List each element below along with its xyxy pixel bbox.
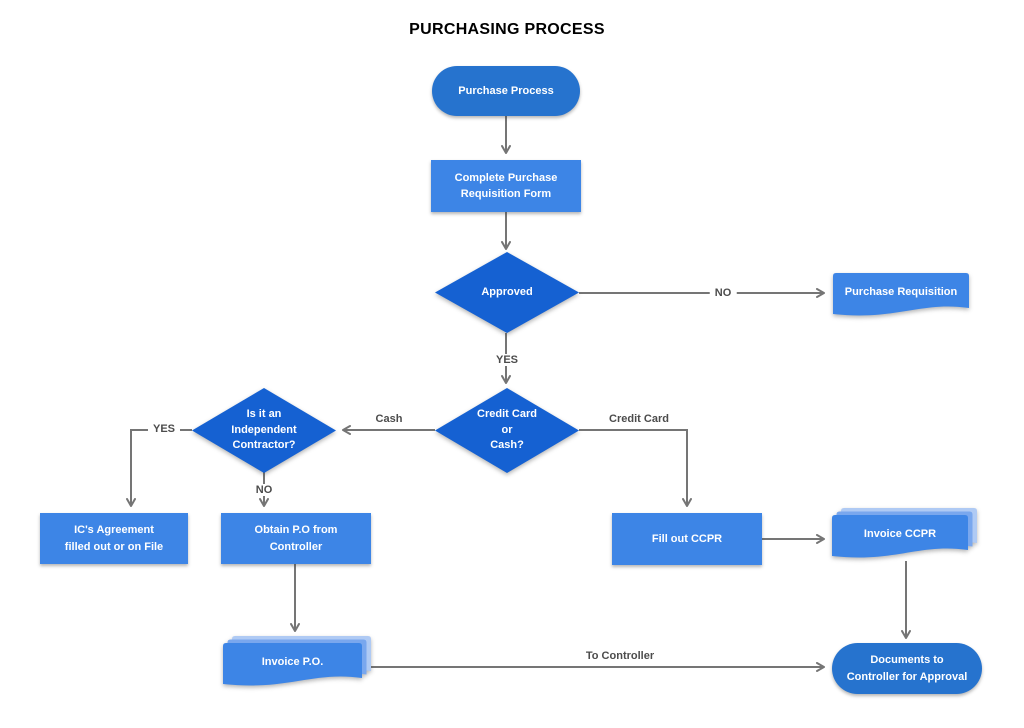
node-invoice-po-documents: Invoice P.O. bbox=[222, 635, 377, 691]
edge-label-approved-yes: YES bbox=[490, 354, 524, 366]
node-obtain-po-label: Obtain P.O from Controller bbox=[254, 524, 338, 553]
node-purchase-requisition-document: Purchase Requisition bbox=[832, 272, 970, 318]
document-stack-shape bbox=[832, 508, 977, 558]
edge-label-credit-card: Credit Card bbox=[604, 413, 674, 425]
node-approved-decision: Approved bbox=[435, 252, 579, 333]
document-shape bbox=[833, 273, 969, 316]
node-complete-requisition-form: Complete Purchase Requisition Form bbox=[431, 160, 581, 212]
node-purchase-process-label: Purchase Process bbox=[458, 84, 554, 97]
connector-contractor-yes-to-agreement bbox=[126, 429, 192, 507]
document-stack-shape bbox=[223, 636, 371, 686]
node-obtain-po: Obtain P.O from Controller bbox=[221, 513, 371, 564]
connector-creditcard-to-fillccpr bbox=[579, 429, 692, 507]
node-purchase-process: Purchase Process bbox=[432, 66, 580, 116]
node-purchase-requisition-label: Purchase Requisition bbox=[844, 286, 958, 298]
node-documents-to-controller-label: Documents to Controller for Approval bbox=[846, 654, 968, 683]
node-credit-or-cash-label: Credit Card or Cash? bbox=[477, 407, 537, 452]
node-documents-to-controller: Documents to Controller for Approval bbox=[832, 643, 982, 694]
node-invoice-ccpr-documents: Invoice CCPR bbox=[831, 507, 983, 563]
node-fill-ccpr-label: Fill out CCPR bbox=[651, 532, 723, 545]
node-invoice-po-label: Invoice P.O. bbox=[261, 656, 324, 668]
edge-label-approved-no: NO bbox=[709, 287, 737, 299]
node-invoice-ccpr-label: Invoice CCPR bbox=[863, 528, 937, 540]
edge-label-cash: Cash bbox=[370, 413, 408, 425]
node-approved-label: Approved bbox=[481, 285, 533, 298]
edge-label-contractor-no: NO bbox=[250, 484, 278, 496]
node-credit-or-cash-decision: Credit Card or Cash? bbox=[435, 388, 579, 473]
node-complete-requisition-form-label: Complete Purchase Requisition Form bbox=[454, 171, 558, 201]
node-independent-contractor-label: Is it an Independent Contractor? bbox=[231, 407, 297, 452]
node-ic-agreement-label: IC's Agreement filled out or on File bbox=[64, 524, 164, 553]
edge-label-contractor-yes: YES bbox=[147, 423, 181, 435]
edge-label-to-controller: To Controller bbox=[580, 650, 660, 662]
node-ic-agreement: IC's Agreement filled out or on File bbox=[40, 513, 188, 564]
node-independent-contractor-decision: Is it an Independent Contractor? bbox=[192, 388, 336, 473]
node-fill-ccpr: Fill out CCPR bbox=[612, 513, 762, 565]
diagram-title: PURCHASING PROCESS bbox=[409, 21, 605, 38]
